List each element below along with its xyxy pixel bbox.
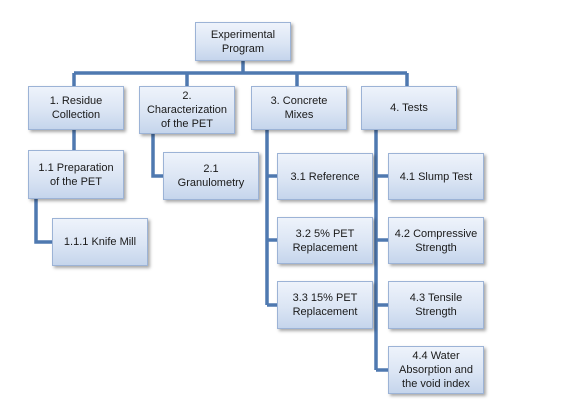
node-characterization-of-pet: 2. Characterization of the PET — [139, 86, 235, 134]
node-residue-collection: 1. Residue Collection — [28, 86, 124, 130]
node-concrete-mixes: 3. Concrete Mixes — [251, 86, 347, 130]
node-experimental-program: Experimental Program — [195, 22, 291, 61]
connector-characterization-to-granulometry — [151, 134, 163, 178]
node-water-absorption: 4.4 Water Absorption and the void index — [388, 346, 484, 394]
node-pet-5-replacement: 3.2 5% PET Replacement — [277, 217, 373, 264]
node-pet-15-replacement: 3.3 15% PET Replacement — [277, 281, 373, 329]
node-tests: 4. Tests — [361, 86, 457, 130]
node-slump-test: 4.1 Slump Test — [388, 153, 484, 200]
node-preparation-of-pet: 1.1 Preparation of the PET — [28, 150, 124, 199]
node-granulometry: 2.1 Granulometry — [163, 152, 259, 200]
node-reference: 3.1 Reference — [277, 153, 373, 200]
connector-preparation-to-knife-mill — [34, 199, 52, 244]
node-compressive-strength: 4.2 Compressive Strength — [388, 217, 484, 264]
node-knife-mill: 1.1.1 Knife Mill — [52, 218, 148, 266]
node-tensile-strength: 4.3 Tensile Strength — [388, 281, 484, 329]
